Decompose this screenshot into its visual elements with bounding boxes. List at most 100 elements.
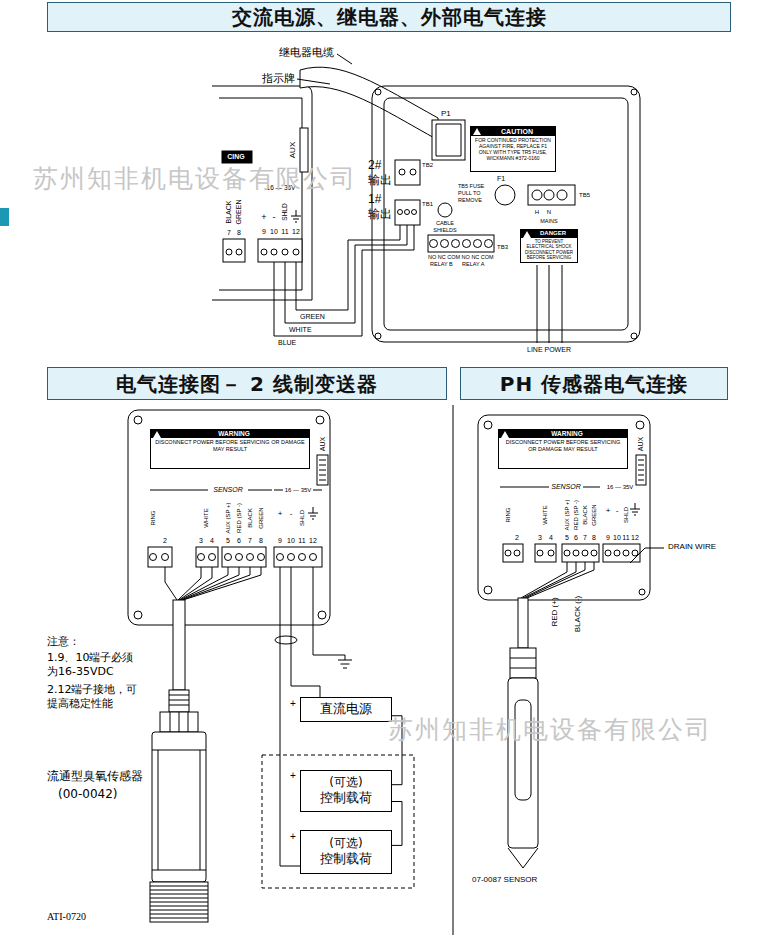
aux-pins — [638, 460, 644, 480]
load-box: (可选)控制载荷 — [300, 770, 392, 812]
callout-label: LINE POWER — [527, 346, 571, 353]
callout-label: 2 — [163, 537, 167, 544]
callout-label: BLUE — [278, 339, 296, 346]
callout-label: 11 — [298, 537, 305, 544]
watermark: 苏州知非机电设备有限公司 — [33, 166, 357, 192]
terminal-screws — [505, 550, 638, 556]
terminal-block — [528, 185, 575, 205]
section-heading: 交流电源、继电器、外部电气连接 — [47, 2, 731, 32]
callout-label: 16 — 35V — [607, 484, 634, 490]
terminal-label: SHLD — [299, 510, 305, 526]
power-wire — [291, 567, 320, 697]
terminal-label: WHITE — [542, 505, 548, 524]
terminal-block — [258, 239, 302, 262]
callout-label: (00-0042) — [58, 788, 118, 801]
callout-label: 8 — [592, 534, 596, 541]
terminal-label: AUX — [289, 142, 297, 158]
terminal-screw — [412, 210, 417, 215]
twisted-pair-mark — [275, 636, 297, 644]
box-text: 控制载荷 — [320, 851, 372, 868]
plate-title: WARNING — [151, 430, 309, 438]
terminal-screw — [557, 190, 567, 200]
terminal-block — [148, 547, 172, 567]
callout-label: TB3 — [497, 244, 508, 250]
plate-text: DISCONNECT POWER BEFORE SERVICING OR DAM… — [151, 438, 309, 453]
callout-label: 3 — [199, 537, 203, 544]
load-box: (可选)控制载荷 — [300, 830, 392, 874]
callout-label: 2 — [515, 534, 519, 541]
terminal-label: AUX (SP +) — [225, 502, 231, 533]
callout-label: + — [261, 213, 266, 222]
terminal-screws — [226, 249, 299, 255]
sensor-wires — [165, 567, 261, 600]
callout-label: TB5 — [579, 192, 590, 198]
heading-text: PH 传感器电气连接 — [500, 373, 688, 395]
connector-detail — [436, 124, 461, 156]
callout-label: 16 — 35V — [285, 487, 312, 493]
sensor-wires — [521, 562, 594, 598]
terminal-block — [196, 547, 218, 567]
plate-title: CAUTION — [471, 127, 555, 136]
heading-text: 交流电源、继电器、外部电气连接 — [232, 6, 547, 28]
drain-leader — [630, 548, 664, 563]
line-power-wires — [537, 265, 562, 343]
terminal-screw — [405, 210, 410, 215]
relay-cable — [300, 67, 438, 140]
ground-wire — [313, 567, 352, 668]
callout-label: F1 — [497, 175, 505, 182]
callout-label: DRAIN WIRE — [668, 543, 716, 551]
box-text: (可选) — [329, 775, 362, 791]
callout-label: CABLE SHIELDS — [428, 220, 462, 234]
housing-screws — [484, 421, 645, 595]
aux-connector — [317, 455, 328, 485]
terminal-block — [223, 239, 245, 262]
leader-line — [297, 54, 352, 84]
callout-label: 4 — [210, 537, 214, 544]
heading-text: 电气连接图－ 2 线制变送器 — [116, 373, 378, 395]
callout-label: + — [290, 699, 296, 710]
callout-label: 11 — [281, 228, 288, 235]
aux-connector — [636, 455, 646, 485]
callout-label: WHITE — [289, 326, 312, 333]
housing-outline — [128, 410, 330, 625]
power-wire — [280, 567, 300, 866]
callout-label: CING — [227, 153, 245, 160]
terminal-block — [535, 544, 556, 562]
callout-label: TB1 — [422, 201, 433, 207]
callout-label: 7 — [583, 534, 587, 541]
terminal-screw — [532, 190, 542, 200]
terminal-label: RED (SP -) — [236, 503, 242, 533]
callout-label: GREEN — [300, 313, 325, 320]
housing-screws — [134, 416, 326, 619]
callout-label: 6 — [574, 534, 578, 541]
callout-label: SENSOR — [213, 486, 243, 493]
callout-label: 继电器电缆 — [279, 47, 334, 59]
callout-label: RELAY B — [430, 262, 453, 268]
plate-text: DISCONNECT POWER BEFORE SERVICING OR DAM… — [499, 438, 627, 453]
callout-label: - — [290, 510, 293, 518]
callout-label: + — [278, 510, 283, 518]
box-text: (可选) — [329, 836, 362, 852]
connector-p1 — [432, 120, 465, 160]
housing-outline — [212, 86, 312, 300]
warning-triangle — [153, 431, 161, 438]
label-bar — [222, 151, 252, 163]
callout-label: 3 — [538, 534, 542, 541]
ground-symbol — [308, 507, 318, 519]
callout-label: 流通型臭氧传感器 — [47, 770, 143, 783]
terminal-label: GREEN — [235, 200, 242, 225]
callout-label: 12 — [309, 537, 317, 544]
terminal-block — [395, 200, 420, 225]
callout-label: N — [547, 209, 551, 215]
fuse-holder — [495, 185, 515, 205]
separator — [453, 405, 454, 935]
callout-label: 2.12端子接地，可 提高稳定性能 — [47, 683, 147, 711]
callout-label: 1# 输出 — [368, 192, 394, 222]
terminal-label: SHLD — [282, 203, 289, 220]
terminal-label: GREEN — [258, 507, 264, 528]
callout-label: MAINS — [540, 219, 557, 225]
side-marker — [0, 208, 9, 226]
bracket-line — [500, 487, 600, 488]
terminal-label: BLACK — [225, 201, 232, 224]
danger-plate: DANGERTO PREVENT ELECTRICAL SHOCK DISCON… — [520, 229, 578, 263]
